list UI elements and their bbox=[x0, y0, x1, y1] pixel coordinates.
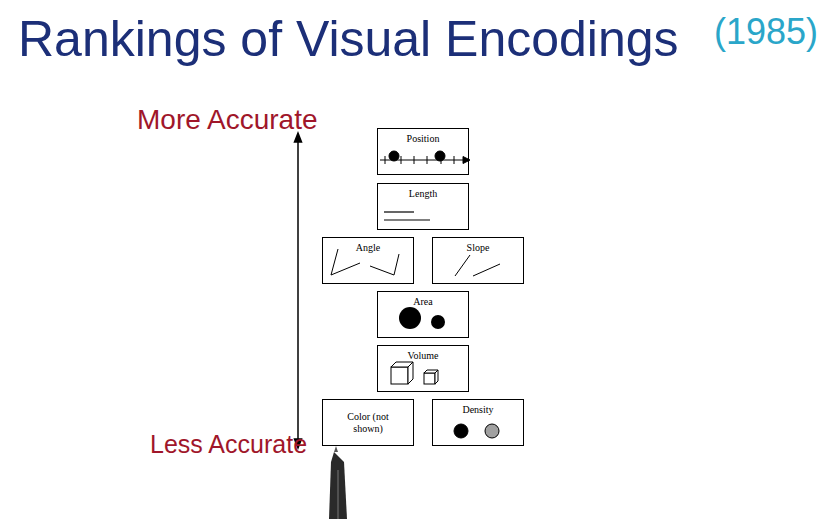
axis-label-top: More Accurate bbox=[137, 106, 318, 134]
accuracy-arrow bbox=[295, 133, 302, 448]
area-circles bbox=[399, 307, 445, 329]
encoding-label: Density bbox=[436, 404, 520, 416]
encoding-box: Area bbox=[377, 291, 469, 338]
title: Rankings of Visual Encodings bbox=[18, 14, 679, 64]
encoding-box: Volume bbox=[377, 345, 469, 392]
axis-label-bottom: Less Accurate bbox=[150, 432, 307, 457]
slope-lines bbox=[455, 255, 500, 276]
encoding-box: Density bbox=[432, 399, 524, 446]
encoding-label: Angle bbox=[326, 242, 410, 254]
encoding-label: Area bbox=[381, 296, 465, 308]
encoding-box: Color (not shown) bbox=[322, 399, 414, 446]
encoding-box: Angle bbox=[322, 237, 414, 284]
length-lines bbox=[384, 212, 430, 220]
encoding-label: Slope bbox=[436, 242, 520, 254]
encoding-box: Length bbox=[377, 183, 469, 230]
encoding-label: Volume bbox=[381, 350, 465, 362]
density-circles bbox=[454, 424, 499, 438]
encoding-label: Length bbox=[381, 188, 465, 200]
encoding-box: Slope bbox=[432, 237, 524, 284]
volume-cubes bbox=[391, 362, 438, 384]
encoding-label: Position bbox=[381, 133, 465, 145]
pen bbox=[329, 446, 347, 519]
year-note: (1985) bbox=[714, 14, 818, 50]
encoding-label: Color (not shown) bbox=[339, 411, 397, 434]
encoding-box: Position bbox=[377, 128, 469, 175]
position-axis bbox=[380, 151, 470, 164]
